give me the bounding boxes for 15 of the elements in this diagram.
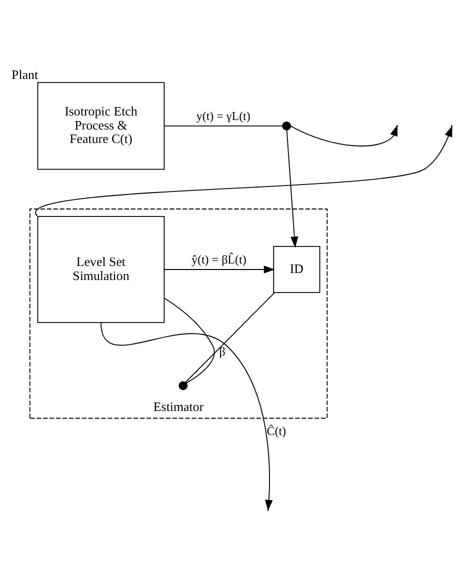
connector xyxy=(185,292,275,383)
connector xyxy=(164,298,215,384)
node-box: Isotropic Etch Process & Feature C(t) xyxy=(37,82,165,170)
node-circle xyxy=(282,121,291,130)
edge-label: y(t) = γL(t) xyxy=(196,108,250,123)
node-circle xyxy=(178,381,188,390)
node-box: Level Set Simulation xyxy=(37,216,165,324)
node-box: ID xyxy=(273,246,320,294)
edge-label: ŷ(t) = βL̂(t) xyxy=(191,252,246,266)
arrow xyxy=(286,130,298,248)
connector xyxy=(164,125,283,126)
arrow xyxy=(164,266,275,274)
edge-label: Ĉ(t) xyxy=(266,424,286,438)
edge-label: β xyxy=(219,344,226,358)
node-label: Plant xyxy=(12,67,38,82)
